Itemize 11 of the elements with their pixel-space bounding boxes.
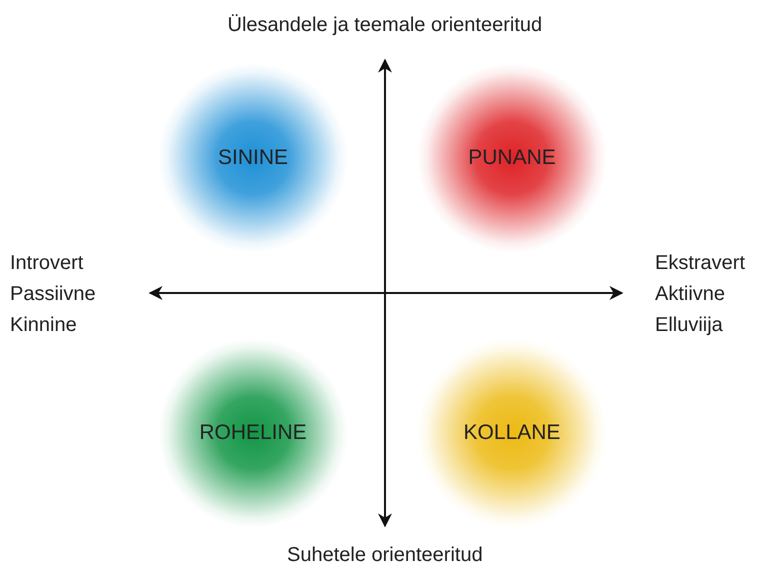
axis-label: Ekstravert [655,251,746,276]
axis-label: Passiivne [10,282,96,307]
quadrant-label: SININE [218,146,288,170]
axis-label: Elluviija [655,313,723,338]
axis-label: Ülesandele ja teemale orienteeritud [228,13,542,38]
axis-label: Kinnine [10,313,77,338]
axis-label: Suhetele orienteeritud [287,543,483,568]
quadrant-label: PUNANE [468,146,556,170]
quadrant-label: KOLLANE [464,421,560,445]
axis-label: Introvert [10,251,84,276]
axis-label: Aktiivne [655,282,726,307]
